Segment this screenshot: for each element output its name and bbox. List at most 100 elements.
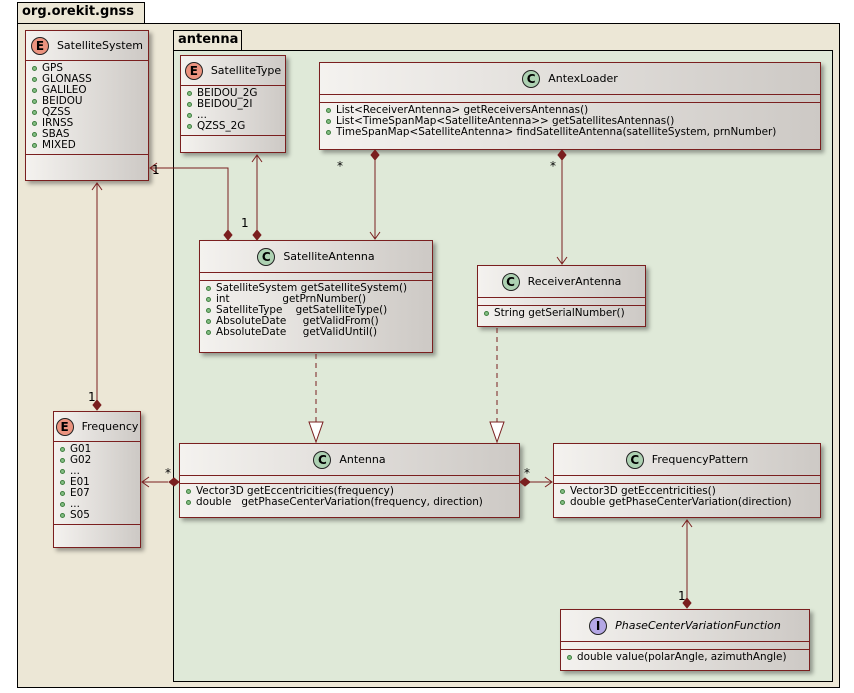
public-visibility-icon bbox=[206, 319, 211, 324]
public-visibility-icon bbox=[567, 655, 572, 660]
class-name: SatelliteAntenna bbox=[283, 250, 375, 263]
method-row: double getPhaseCenterVariation(frequency… bbox=[186, 497, 513, 508]
public-visibility-icon bbox=[60, 458, 65, 463]
attribute-row: BEIDOU bbox=[32, 96, 142, 107]
public-visibility-icon bbox=[60, 469, 65, 474]
attribute-text: E07 bbox=[70, 487, 90, 499]
diamond-antex-right bbox=[557, 149, 567, 161]
method-text: SatelliteSystem getSatelliteSystem() bbox=[216, 282, 408, 294]
method-row: int getPrnNumber() bbox=[206, 294, 426, 305]
mult-freq-antenna: * bbox=[165, 466, 171, 480]
methods-compartment: SatelliteSystem getSatelliteSystem()int … bbox=[200, 281, 432, 341]
public-visibility-icon bbox=[60, 447, 65, 452]
public-visibility-icon bbox=[206, 286, 211, 291]
diamond-antex-left bbox=[370, 149, 380, 161]
class-header: C SatelliteAntenna bbox=[200, 241, 432, 273]
attribute-text: S05 bbox=[70, 509, 90, 521]
method-text: List<ReceiverAntenna> getReceiversAntenn… bbox=[336, 104, 589, 116]
public-visibility-icon bbox=[32, 143, 37, 148]
arrowhead-satellite-system-bottom bbox=[91, 182, 103, 191]
empty-attributes-compartment bbox=[478, 298, 645, 306]
public-visibility-icon bbox=[206, 330, 211, 335]
public-visibility-icon bbox=[326, 119, 331, 124]
attribute-text: E01 bbox=[70, 476, 90, 488]
methods-compartment: Vector3D getEccentricities()double getPh… bbox=[554, 484, 820, 511]
method-text: Vector3D getEccentricities(frequency) bbox=[196, 485, 394, 497]
method-row: List<TimeSpanMap<SatelliteAntenna>> getS… bbox=[326, 116, 814, 127]
package-antenna bbox=[173, 50, 833, 682]
method-text: int getPrnNumber() bbox=[216, 293, 367, 305]
arrowhead-frequency bbox=[141, 476, 150, 488]
public-visibility-icon bbox=[32, 121, 37, 126]
enum-badge-icon: E bbox=[30, 36, 49, 55]
mult-pattern-pcv: 1 bbox=[678, 589, 686, 603]
package-tab-org-orekit-gnss: org.orekit.gnss bbox=[17, 2, 145, 24]
diamond-antenna-left bbox=[168, 477, 180, 487]
mult-type-sat: 1 bbox=[241, 216, 249, 230]
method-text: List<TimeSpanMap<SatelliteAntenna>> getS… bbox=[336, 115, 675, 127]
public-visibility-icon bbox=[32, 77, 37, 82]
mult-sys-sat: 1 bbox=[152, 163, 160, 177]
class-badge-icon: C bbox=[257, 247, 276, 266]
class-name: SatelliteSystem bbox=[56, 39, 144, 52]
public-visibility-icon bbox=[187, 91, 192, 96]
methods-compartment: List<ReceiverAntenna> getReceiversAntenn… bbox=[320, 103, 820, 141]
public-visibility-icon bbox=[32, 99, 37, 104]
methods-compartment: double value(polarAngle, azimuthAngle) bbox=[561, 650, 809, 666]
method-row: String getSerialNumber() bbox=[484, 308, 639, 319]
attribute-row: SBAS bbox=[32, 129, 142, 140]
attribute-text: SBAS bbox=[42, 128, 70, 140]
attribute-text: ... bbox=[70, 465, 80, 477]
method-text: TimeSpanMap<SatelliteAntenna> findSatell… bbox=[336, 126, 777, 138]
attribute-row: G01 bbox=[60, 444, 134, 455]
arrowhead-satellite-type bbox=[251, 154, 263, 163]
attribute-row: ... bbox=[60, 466, 134, 477]
attribute-text: BEIDOU bbox=[42, 95, 83, 107]
public-visibility-icon bbox=[32, 66, 37, 71]
class-name: AntexLoader bbox=[548, 72, 618, 85]
class-name: PhaseCenterVariationFunction bbox=[615, 619, 781, 632]
empty-attributes-compartment bbox=[320, 95, 820, 103]
public-visibility-icon bbox=[206, 297, 211, 302]
class-name: SatelliteType bbox=[210, 64, 282, 77]
attribute-row: E07 bbox=[60, 488, 134, 499]
class-name: ReceiverAntenna bbox=[527, 275, 622, 288]
attribute-row: S05 bbox=[60, 510, 134, 521]
public-visibility-icon bbox=[187, 124, 192, 129]
method-text: SatelliteType getSatelliteType() bbox=[216, 304, 388, 316]
attribute-text: MIXED bbox=[42, 139, 76, 151]
method-row: TimeSpanMap<SatelliteAntenna> findSatell… bbox=[326, 127, 814, 138]
method-row: List<ReceiverAntenna> getReceiversAntenn… bbox=[326, 105, 814, 116]
method-text: double getPhaseCenterVariation(direction… bbox=[570, 496, 792, 508]
public-visibility-icon bbox=[206, 308, 211, 313]
class-badge-icon: C bbox=[625, 450, 644, 469]
attribute-row: GLONASS bbox=[32, 74, 142, 85]
attribute-text: ... bbox=[197, 109, 207, 121]
attribute-text: GLONASS bbox=[42, 73, 92, 85]
public-visibility-icon bbox=[60, 513, 65, 518]
class-badge-icon: C bbox=[313, 450, 332, 469]
attribute-row: G02 bbox=[60, 455, 134, 466]
attribute-text: G02 bbox=[70, 454, 92, 466]
attribute-row: QZSS_2G bbox=[187, 121, 279, 132]
public-visibility-icon bbox=[186, 489, 191, 494]
attribute-row: BEIDOU_2I bbox=[187, 99, 279, 110]
empty-attributes-compartment bbox=[180, 476, 519, 484]
class-badge-icon: C bbox=[522, 69, 541, 88]
attribute-row: BEIDOU_2G bbox=[187, 88, 279, 99]
public-visibility-icon bbox=[560, 489, 565, 494]
diamond-satellite-antenna-b bbox=[252, 229, 262, 241]
public-visibility-icon bbox=[560, 500, 565, 505]
